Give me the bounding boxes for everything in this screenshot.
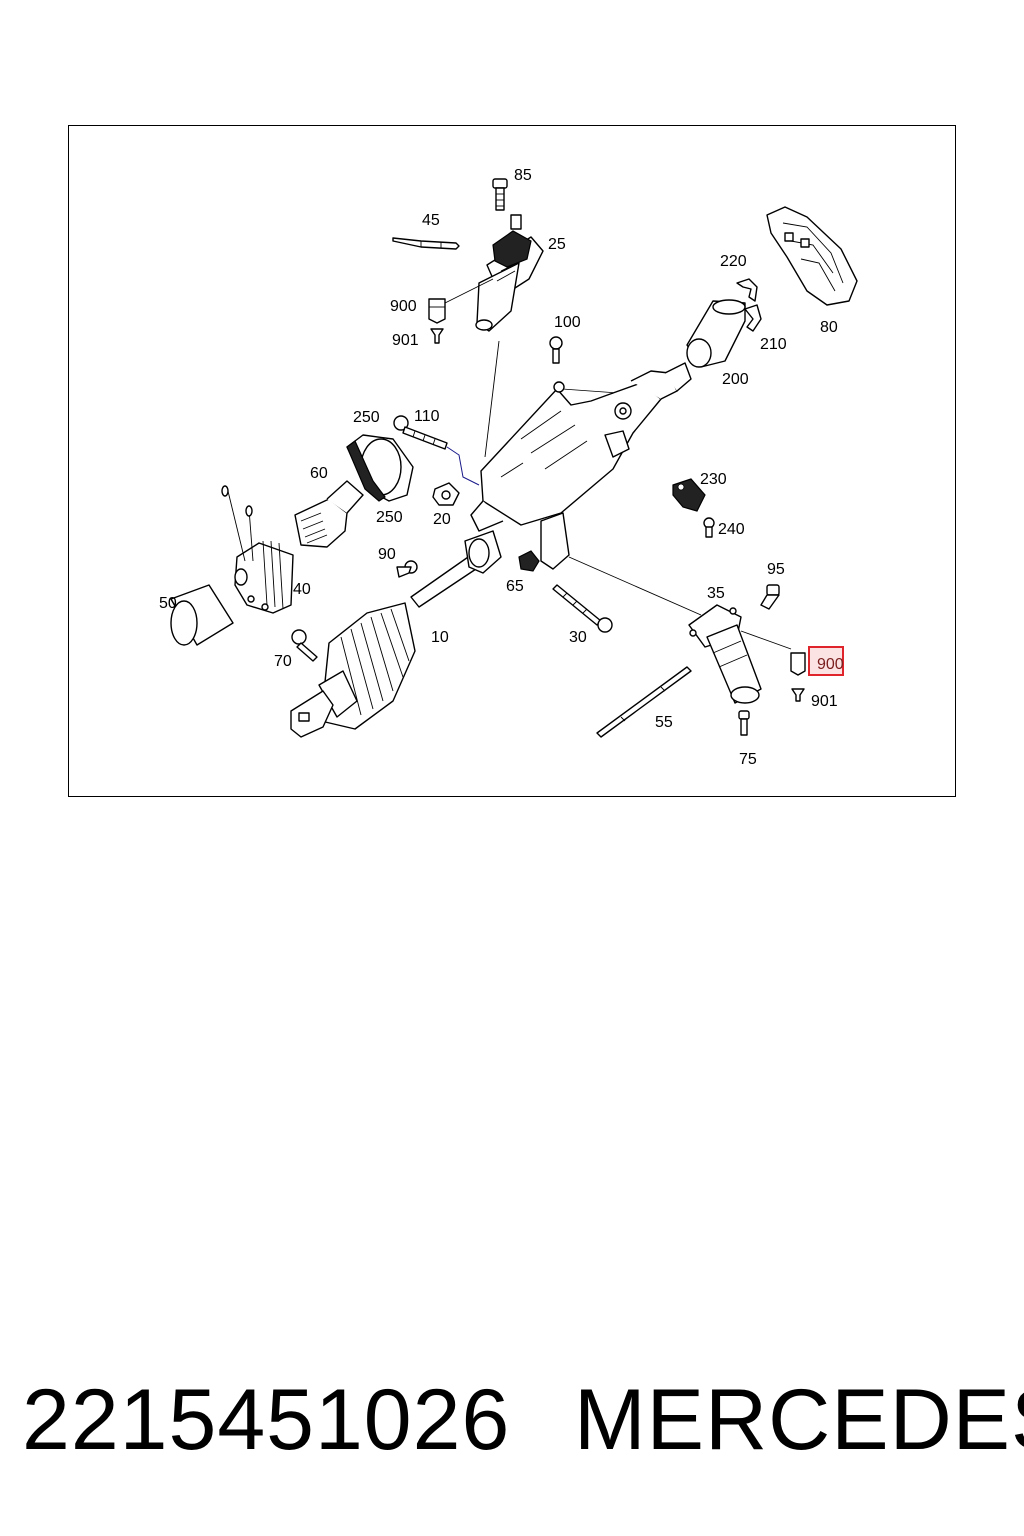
part-90-screw (396, 560, 418, 578)
part-55-pin (596, 666, 692, 738)
callout-230[interactable]: 230 (700, 471, 727, 488)
callout-901-upper[interactable]: 901 (392, 332, 419, 349)
part-50-sleeve (170, 584, 234, 646)
callout-80[interactable]: 80 (820, 319, 838, 336)
part-35-motor (688, 604, 762, 704)
part-80-cover (766, 206, 858, 306)
callout-250-lower[interactable]: 250 (376, 509, 403, 526)
part-85-bolt (492, 178, 508, 211)
part-10-shaft (290, 530, 502, 738)
diagram-frame: 85 45 25 900 901 100 220 210 200 80 250 … (68, 125, 956, 797)
exploded-parts-diagram: 85 45 25 900 901 100 220 210 200 80 250 … (159, 167, 858, 768)
leader-25-column (484, 340, 500, 458)
leader-35-column (568, 556, 702, 616)
part-65-plug (518, 550, 540, 572)
leader-900-lower (740, 630, 792, 650)
callout-75[interactable]: 75 (739, 751, 757, 768)
callout-200[interactable]: 200 (722, 371, 749, 388)
part-210-clip (744, 304, 762, 332)
part-250-ring (346, 434, 414, 502)
part-901-terminal-lower (791, 688, 805, 702)
part-40-bracket (221, 485, 294, 614)
callout-50[interactable]: 50 (159, 595, 177, 612)
callout-25[interactable]: 25 (548, 236, 566, 253)
callout-labels: 85 45 25 900 901 100 220 210 200 80 250 … (159, 167, 844, 768)
callout-210[interactable]: 210 (760, 336, 787, 353)
callout-90[interactable]: 90 (378, 546, 396, 563)
part-220-clip (736, 278, 758, 302)
highlight-box-900[interactable] (808, 646, 844, 676)
part-110-bolt (393, 415, 448, 450)
callout-85[interactable]: 85 (514, 167, 532, 184)
callout-901-lower[interactable]: 901 (811, 693, 838, 710)
part-70-screw (291, 629, 318, 662)
callout-60[interactable]: 60 (310, 465, 328, 482)
callout-30[interactable]: 30 (569, 629, 587, 646)
callout-20[interactable]: 20 (433, 511, 451, 528)
leader-900-upper (444, 278, 494, 304)
callout-240[interactable]: 240 (718, 521, 745, 538)
callout-900-lower[interactable]: 900 (817, 656, 844, 673)
part-95-bolt (760, 584, 780, 610)
part-column-housing (470, 362, 692, 570)
part-75-bolt (738, 710, 750, 736)
part-45-pin (392, 237, 460, 250)
part-number: 2215451026 (22, 1372, 511, 1468)
brand-name: MERCEDES (574, 1372, 1024, 1468)
part-30-bolt (552, 584, 613, 633)
callout-95[interactable]: 95 (767, 561, 785, 578)
callout-110[interactable]: 110 (414, 408, 440, 425)
callout-220[interactable]: 220 (720, 253, 747, 270)
part-900-connector-lower (790, 652, 806, 676)
part-230-sensor (672, 478, 706, 512)
callout-55[interactable]: 55 (655, 714, 673, 731)
callout-900-upper[interactable]: 900 (390, 298, 417, 315)
part-100-screw (549, 336, 563, 364)
part-240-screw (703, 517, 715, 538)
callout-35[interactable]: 35 (707, 585, 725, 602)
part-60-switch (294, 480, 364, 548)
callout-100[interactable]: 100 (554, 314, 581, 331)
part-900-connector-upper (428, 298, 446, 324)
part-20-nut (432, 482, 460, 506)
part-901-terminal-upper (430, 328, 444, 344)
callout-45[interactable]: 45 (422, 212, 440, 229)
callout-40[interactable]: 40 (293, 581, 311, 598)
callout-70[interactable]: 70 (274, 653, 292, 670)
footer: 2215451026 MERCEDES (0, 1370, 1024, 1470)
callout-65[interactable]: 65 (506, 578, 524, 595)
part-200-sleeve (686, 299, 746, 368)
callout-10[interactable]: 10 (431, 629, 449, 646)
callout-250-upper[interactable]: 250 (353, 409, 380, 426)
leader-110-column (446, 446, 480, 486)
part-25-motor (475, 214, 544, 332)
